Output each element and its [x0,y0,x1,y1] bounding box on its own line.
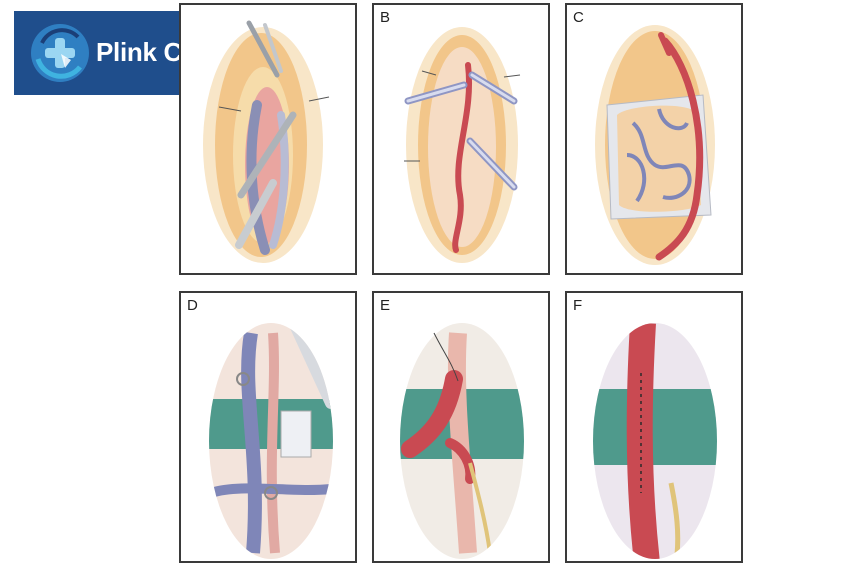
illustration-panel-d: D [179,291,357,563]
illustration-panel-f: F [565,291,743,563]
panel-label-c: C [573,9,584,26]
illustration-panel-a [179,3,357,275]
closure-illustration [593,323,717,559]
exposed-field-illustration [595,25,715,265]
illustration-panel-e: E [372,291,550,563]
panel-label-d: D [187,297,198,314]
panel-label-f: F [573,297,583,314]
incision-exposure-illustration [203,20,330,263]
vessel-clamping-illustration [209,323,333,559]
illustration-panel-c: C [565,3,743,275]
panel-label-e: E [380,297,391,314]
anastomosis-illustration [400,323,524,559]
panel-label-b: B [380,9,391,26]
illustration-panel-b: B [372,3,550,275]
vessel-isolation-illustration [404,27,521,263]
medical-cross-logo-icon [31,24,89,82]
